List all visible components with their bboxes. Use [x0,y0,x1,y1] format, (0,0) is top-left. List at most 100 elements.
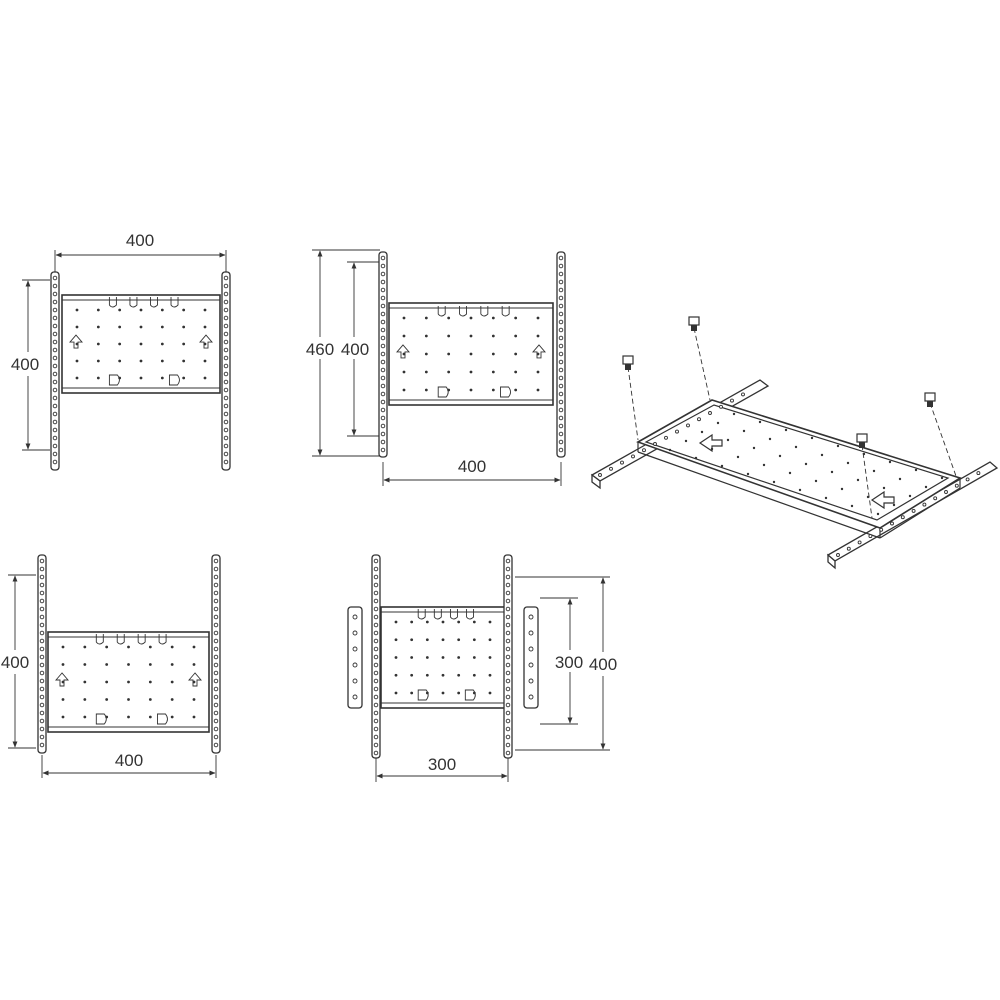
rail-hole [52,387,58,393]
plate-hole [830,470,834,474]
rail-hole [223,283,229,289]
rail-hole [223,299,229,305]
rail-hole [52,355,58,361]
rail-hole [505,734,511,740]
plate-hole [710,447,714,451]
dimension-height-400: 400 [0,574,36,749]
plate-hole [720,464,724,468]
plate-hole [488,638,492,642]
plate-hole [908,494,912,498]
plate-hole [410,620,414,624]
height-label: 400 [1,653,29,672]
rail-hole [933,496,938,501]
rail-hole [558,399,564,405]
rail-hole [223,403,229,409]
rail-hole [505,622,511,628]
rail-hole [213,710,219,716]
side-tab-hole [528,662,534,668]
view-top-left: 400 400 [8,231,227,451]
plate-hole [83,645,87,649]
rail-hole [558,359,564,365]
hook-slot-icon [150,297,158,308]
rail-hole [52,315,58,321]
rail-hole [52,299,58,305]
rail-hole [52,307,58,313]
plate-hole [700,430,704,434]
rail-hole [505,702,511,708]
rail-hole [373,638,379,644]
plate-hole [752,446,756,450]
rail-hole [505,614,511,620]
rail-hole [39,558,45,564]
plate-hole [726,438,730,442]
plate-hole [105,680,109,684]
rail-hole [223,395,229,401]
hook-slot-icon [158,634,167,645]
plate-hole [888,460,892,464]
rail-hole [213,734,219,740]
plate-hole [898,477,902,481]
rail-hole [223,307,229,313]
plate-hole [810,436,814,440]
width-label: 300 [428,755,456,774]
plate-hole [872,469,876,473]
plate-hole [96,376,100,380]
rail-hole [836,553,840,557]
rail-hole [373,702,379,708]
plate-hole [742,429,746,433]
plate-hole [425,638,429,642]
rail-hole [39,678,45,684]
rail-hole [505,750,511,756]
rail-hole [505,582,511,588]
plate-hole [457,691,461,695]
rail-hole [380,407,386,413]
width-label: 400 [115,751,143,770]
plate-hole [394,638,398,642]
rail-hole [373,718,379,724]
rail-hole [900,515,905,520]
plate-hole [736,455,740,459]
outer-height-label: 460 [306,340,334,359]
plate-hole [850,504,854,508]
plate-hole [96,308,100,312]
plate-hole [170,645,174,649]
arrow-up-icon [199,334,213,349]
rail-hole [558,423,564,429]
rail-hole [879,527,884,532]
rail-hole [39,614,45,620]
rail-hole [39,606,45,612]
plate-hole [182,325,186,329]
rail-hole [558,391,564,397]
rail-hole [505,630,511,636]
rail-hole [39,638,45,644]
plate-hole [170,680,174,684]
rail-hole [558,447,564,453]
rail-hole [558,287,564,293]
plate-hole [778,454,782,458]
rail-hole [52,339,58,345]
plate-hole [824,496,828,500]
dimension-width-400: 400 [382,457,562,486]
outer-height-label: 400 [589,655,617,674]
plate-hole [514,352,518,356]
plate-hole [457,673,461,677]
rail-hole [598,473,602,477]
plate-hole [882,486,886,490]
view-top-middle: 460 400 400 [305,249,562,486]
rail-hole [380,327,386,333]
plate-hole [694,456,698,460]
rail-hole [223,275,229,281]
rail-hole [39,630,45,636]
plate-hole [203,376,207,380]
rail-hole [380,431,386,437]
rail-hole [505,694,511,700]
plate-hole [160,376,164,380]
plate-hole [402,316,406,320]
rail-hole [380,287,386,293]
plate-hole [148,698,152,701]
rail-hole [609,466,613,471]
rail-hole [213,694,219,700]
plate-hole [447,370,451,374]
plate-hole [514,334,518,338]
plate-hole [794,445,798,449]
